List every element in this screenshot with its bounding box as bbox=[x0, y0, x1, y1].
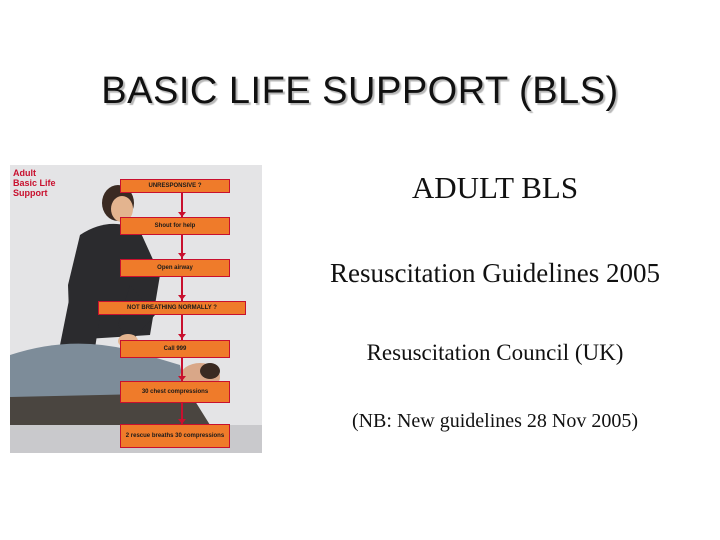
heading-adult-bls: ADULT BLS bbox=[411, 170, 579, 205]
bls-flowchart-figure: Adult Basic Life Support UNRESPONSIVE ? … bbox=[10, 165, 262, 453]
figure-heading-line: Basic Life bbox=[13, 178, 56, 188]
flow-step-shout-for-help: Shout for help bbox=[120, 217, 230, 235]
text-note: (NB: New guidelines 28 Nov 2005) bbox=[351, 410, 639, 432]
arrow-down-icon bbox=[178, 334, 186, 339]
text-council: Resuscitation Council (UK) bbox=[366, 340, 624, 365]
flow-step-unresponsive: UNRESPONSIVE ? bbox=[120, 179, 230, 193]
arrow-down-icon bbox=[178, 212, 186, 217]
flow-step-open-airway: Open airway bbox=[120, 259, 230, 277]
slide-title: BASIC LIFE SUPPORT (BLS) bbox=[101, 70, 619, 112]
arrow-down-icon bbox=[178, 295, 186, 300]
flow-step-rescue-breaths: 2 rescue breaths 30 compressions bbox=[120, 424, 230, 448]
figure-heading-line: Adult bbox=[13, 168, 36, 178]
flow-step-call-999: Call 999 bbox=[120, 340, 230, 358]
figure-heading-line: Support bbox=[13, 188, 48, 198]
arrow-down-icon bbox=[178, 376, 186, 381]
flow-step-chest-compressions: 30 chest compressions bbox=[120, 381, 230, 403]
text-guidelines: Resuscitation Guidelines 2005 bbox=[330, 258, 660, 288]
arrow-down-icon bbox=[178, 253, 186, 258]
arrow-down-icon bbox=[178, 419, 186, 424]
flow-step-not-breathing: NOT BREATHING NORMALLY ? bbox=[98, 301, 246, 315]
figure-heading: Adult Basic Life Support bbox=[13, 168, 56, 198]
